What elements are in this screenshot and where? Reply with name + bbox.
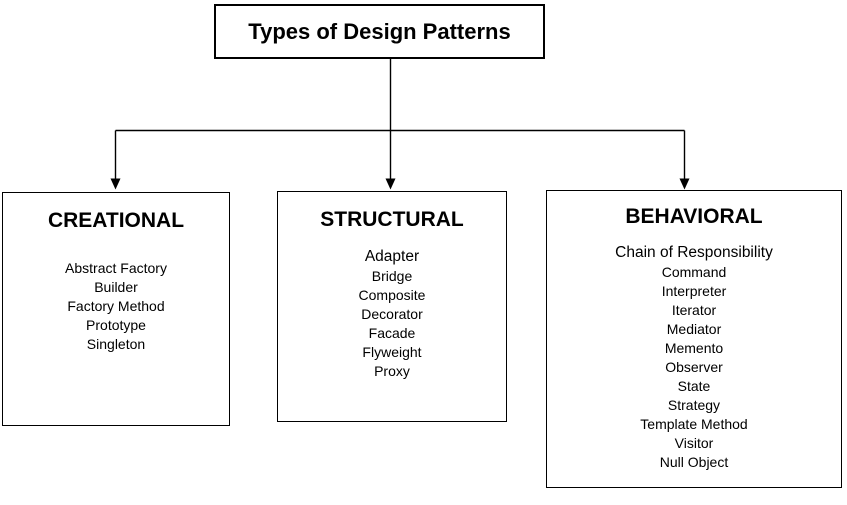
category-title-structural: STRUCTURAL [320,208,464,231]
pattern-item: Composite [358,287,426,303]
category-title-creational: CREATIONAL [47,209,185,232]
pattern-item: Null Object [659,454,729,470]
pattern-item: Decorator [361,306,423,322]
pattern-item: Interpreter [661,283,727,299]
pattern-item: Proxy [374,363,410,379]
pattern-item: Flyweight [362,344,422,360]
pattern-item: Observer [665,359,723,375]
pattern-item: Memento [664,340,724,356]
pattern-item: Builder [94,279,138,295]
title-box: Types of Design Patterns [214,4,545,59]
pattern-item: Mediator [666,321,722,337]
arrow-down-icon [679,178,690,190]
category-box-structural: STRUCTURAL Adapter Bridge Composite Deco… [277,191,507,422]
pattern-item: Command [661,264,727,280]
pattern-item: Facade [368,325,416,341]
pattern-item: Singleton [86,336,146,352]
pattern-list-creational: Abstract Factory Builder Factory Method … [3,259,229,354]
pattern-item: Chain of Responsibility [615,244,773,261]
arrow-down-icon [110,178,121,190]
pattern-item: Strategy [667,397,721,413]
pattern-item: Abstract Factory [65,260,167,276]
pattern-list-structural: Adapter Bridge Composite Decorator Facad… [278,247,506,381]
pattern-item: State [677,378,711,394]
pattern-list-behavioral: Chain of Responsibility Command Interpre… [547,243,841,472]
category-box-creational: CREATIONAL Abstract Factory Builder Fact… [2,192,230,426]
pattern-item: Prototype [86,317,146,333]
category-box-behavioral: BEHAVIORAL Chain of Responsibility Comma… [546,190,842,488]
pattern-item: Iterator [671,302,717,318]
pattern-item: Adapter [364,248,420,265]
category-title-behavioral: BEHAVIORAL [625,205,763,228]
pattern-item: Template Method [640,416,748,432]
arrow-down-icon [385,178,396,190]
pattern-item: Visitor [674,435,714,451]
pattern-item: Bridge [371,268,413,284]
pattern-item: Factory Method [67,298,165,314]
diagram-title: Types of Design Patterns [248,18,511,44]
